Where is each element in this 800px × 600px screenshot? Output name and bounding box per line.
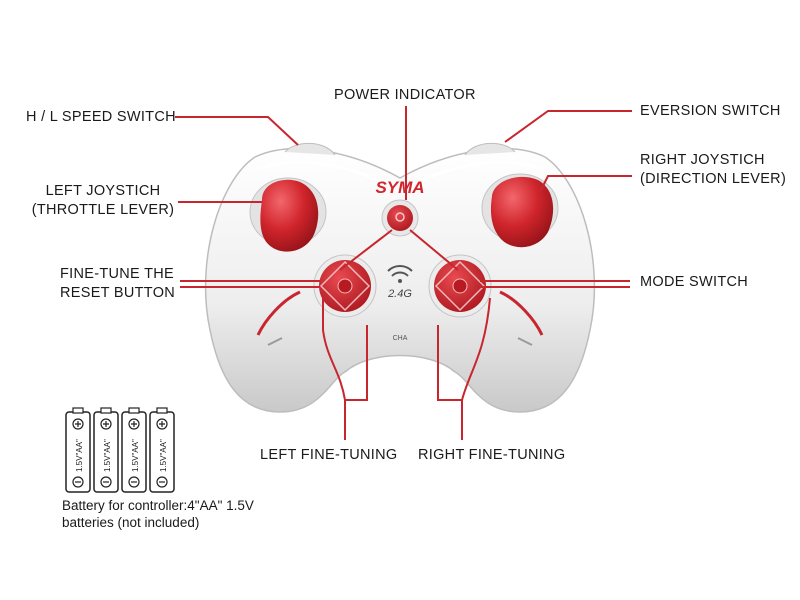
label-mode-switch: MODE SWITCH	[640, 273, 748, 292]
brand-logo: SYMA	[375, 178, 424, 197]
label-fine-tune-reset: FINE-TUNE THE RESET BUTTON	[60, 265, 175, 303]
battery-2-label: 1.5V"AA"	[103, 439, 112, 472]
label-mode-switch-text: MODE SWITCH	[640, 274, 749, 290]
battery-3: 1.5V"AA"	[121, 407, 147, 493]
label-left-joystick-line2: (THROTTLE LEVER)	[31, 202, 175, 218]
battery-1-label: 1.5V"AA"	[75, 439, 84, 472]
label-left-joystick: LEFT JOYSTICH (THROTTLE LEVER)	[30, 182, 176, 220]
battery-3-label: 1.5V"AA"	[131, 439, 140, 472]
left-dpad[interactable]	[313, 254, 377, 318]
battery-4-label: 1.5V"AA"	[159, 439, 168, 472]
right-dpad[interactable]	[428, 254, 492, 318]
label-right-fine-tuning-text: RIGHT FINE-TUNING	[418, 447, 566, 463]
battery-1: 1.5V"AA"	[65, 407, 91, 493]
battery-note: Battery for controller:4"AA" 1.5V batter…	[62, 497, 254, 531]
label-left-joystick-line1: LEFT JOYSTICH	[45, 183, 161, 199]
channel-label: CHA	[393, 335, 408, 342]
label-right-joystick-line1: RIGHT JOYSTICH	[640, 152, 765, 168]
battery-2: 1.5V"AA"	[93, 407, 119, 493]
label-right-fine-tuning: RIGHT FINE-TUNING	[418, 446, 565, 465]
battery-4: 1.5V"AA"	[149, 407, 175, 493]
label-eversion-switch-text: EVERSION SWITCH	[640, 103, 781, 119]
label-power-indicator: POWER INDICATOR	[334, 86, 476, 105]
band-label: 2.4G	[387, 288, 412, 300]
label-power-indicator-text: POWER INDICATOR	[334, 87, 476, 103]
label-left-fine-tuning-text: LEFT FINE-TUNING	[260, 447, 398, 463]
battery-pack: 1.5V"AA" 1.5V"AA" 1.5V"AA"	[65, 407, 175, 493]
label-right-joystick-line2: (DIRECTION LEVER)	[640, 171, 787, 187]
label-hl-speed-switch-text: H / L SPEED SWITCH	[26, 109, 176, 125]
right-joystick[interactable]	[481, 173, 559, 248]
label-eversion-switch: EVERSION SWITCH	[640, 102, 781, 121]
leader-lines	[175, 106, 632, 440]
label-left-fine-tuning: LEFT FINE-TUNING	[260, 446, 397, 465]
battery-note-line1: Battery for controller:4"AA" 1.5V	[62, 498, 254, 513]
label-fine-tune-reset-line1: FINE-TUNE THE	[60, 266, 174, 282]
left-joystick[interactable]	[249, 177, 327, 252]
power-button[interactable]	[381, 199, 419, 237]
battery-note-line2: batteries (not included)	[62, 515, 200, 530]
label-right-joystick: RIGHT JOYSTICH (DIRECTION LEVER)	[640, 151, 786, 189]
wireless-signal-icon	[387, 265, 413, 283]
label-fine-tune-reset-line2: RESET BUTTON	[60, 285, 176, 301]
label-hl-speed-switch: H / L SPEED SWITCH	[26, 108, 176, 127]
